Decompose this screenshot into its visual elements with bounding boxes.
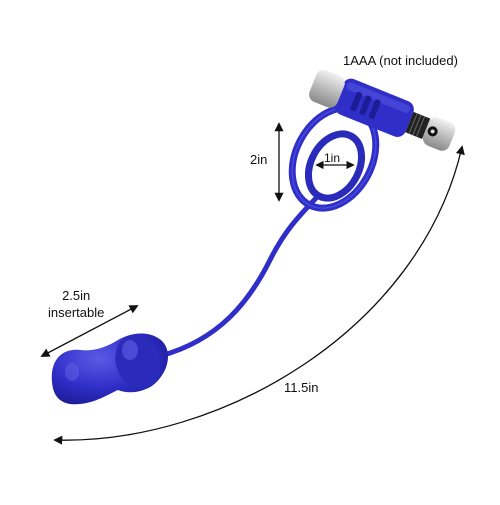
vibrator-housing xyxy=(309,69,456,151)
battery-label: 1AAA (not included) xyxy=(343,53,458,68)
inner-diameter-label: 1in xyxy=(324,151,341,165)
total-length-arrow xyxy=(53,145,465,445)
insertable-length-value: 2.5in xyxy=(62,288,91,303)
plug xyxy=(51,333,168,405)
tether-strap xyxy=(157,193,321,359)
insertable-word: insertable xyxy=(48,305,105,320)
insertable-label: 2.5in insertable xyxy=(48,287,104,321)
height-label: 2in xyxy=(250,152,268,167)
insertable-arrow xyxy=(40,305,139,357)
total-length-label: 11.5in xyxy=(284,380,319,395)
